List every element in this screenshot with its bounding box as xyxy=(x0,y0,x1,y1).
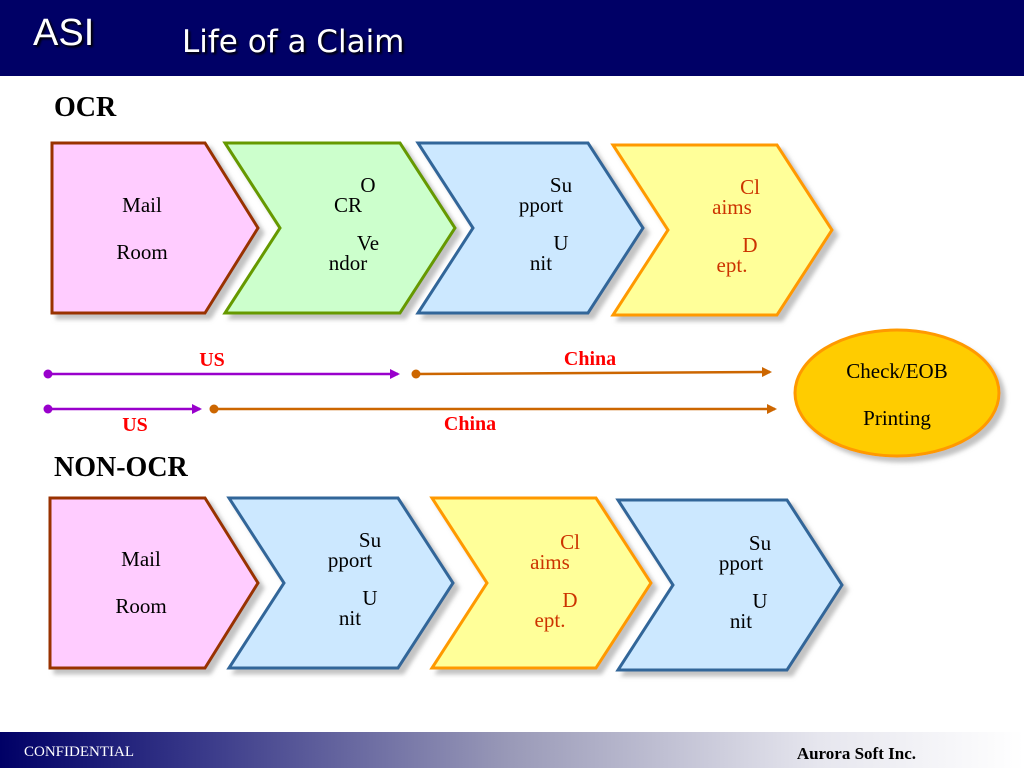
ocr-claims-line4: ept. xyxy=(717,253,748,277)
non-ocr-us-timeline: US xyxy=(43,404,202,436)
non-ocr-mail-room-line1: Mail xyxy=(121,547,161,571)
ocr-china-timeline: China xyxy=(411,348,772,379)
ocr-vendor-line1: O xyxy=(360,173,375,197)
ocr-vendor-line2: CR xyxy=(334,193,362,217)
ocr-step-mail-room-line1: Mail xyxy=(122,193,162,217)
ocr-claims-line1: Cl xyxy=(740,175,760,199)
ocr-support-line3: U xyxy=(553,231,568,255)
footer-bar: CONFIDENTIAL Aurora Soft Inc. xyxy=(0,732,1024,768)
ocr-step-support-unit: Su pport U nit xyxy=(415,141,645,315)
ocr-us-timeline: US xyxy=(43,349,400,379)
non-ocr-support2-line1: Su xyxy=(749,531,772,555)
non-ocr-step-claims-dept: Cl aims D ept. xyxy=(429,496,653,670)
company-name: Aurora Soft Inc. xyxy=(796,744,916,763)
ocr-china-label: China xyxy=(564,348,616,370)
non-ocr-support-line2: pport xyxy=(328,548,372,572)
non-ocr-claims-line3: D xyxy=(562,588,577,612)
ocr-section-label: OCR xyxy=(54,92,117,123)
ocr-claims-line3: D xyxy=(742,233,757,257)
title-bar: ASI Life of a Claim xyxy=(0,0,1024,76)
check-eob-line1: Check/EOB xyxy=(846,359,947,383)
non-ocr-support2-line2: pport xyxy=(719,551,763,575)
ocr-claims-line2: aims xyxy=(712,195,752,219)
non-ocr-support2-line3: U xyxy=(752,589,767,613)
non-ocr-china-timeline: China xyxy=(209,404,777,435)
non-ocr-us-label: US xyxy=(122,414,148,436)
non-ocr-step-mail-room: Mail Room xyxy=(48,496,260,670)
non-ocr-step-support-unit-2: Su pport U nit xyxy=(615,498,844,672)
check-eob-line2: Printing xyxy=(863,406,931,430)
non-ocr-claims-line1: Cl xyxy=(560,530,580,554)
non-ocr-support-line4: nit xyxy=(339,606,361,630)
non-ocr-support-line3: U xyxy=(362,586,377,610)
slide-title: Life of a Claim xyxy=(182,24,405,60)
ocr-vendor-line4: ndor xyxy=(329,251,368,275)
non-ocr-support2-line4: nit xyxy=(730,609,752,633)
ocr-step-mail-room: Mail Room xyxy=(50,141,260,315)
ocr-step-mail-room-line2: Room xyxy=(116,240,167,264)
ocr-step-ocr-vendor: O CR Ve ndor xyxy=(222,141,457,315)
confidential-label: CONFIDENTIAL xyxy=(24,744,134,760)
non-ocr-section-label: NON-OCR xyxy=(54,452,188,483)
ocr-support-line2: pport xyxy=(519,193,563,217)
ocr-support-line4: nit xyxy=(530,251,552,275)
non-ocr-step-support-unit: Su pport U nit xyxy=(226,496,455,670)
ocr-support-line1: Su xyxy=(550,173,573,197)
non-ocr-support-line1: Su xyxy=(359,528,382,552)
non-ocr-mail-room-line2: Room xyxy=(115,594,166,618)
check-eob-printing: Check/EOB Printing xyxy=(793,328,1001,458)
claim-flow-diagram: Mail Room O CR Ve ndor Su pport U nit Cl… xyxy=(43,141,1001,672)
ocr-vendor-line3: Ve xyxy=(357,231,379,255)
non-ocr-china-label: China xyxy=(444,413,496,435)
asi-logo: ASI xyxy=(33,12,95,54)
ocr-us-label: US xyxy=(199,349,225,371)
non-ocr-claims-line2: aims xyxy=(530,550,570,574)
ocr-step-claims-dept: Cl aims D ept. xyxy=(610,143,834,317)
non-ocr-claims-line4: ept. xyxy=(535,608,566,632)
